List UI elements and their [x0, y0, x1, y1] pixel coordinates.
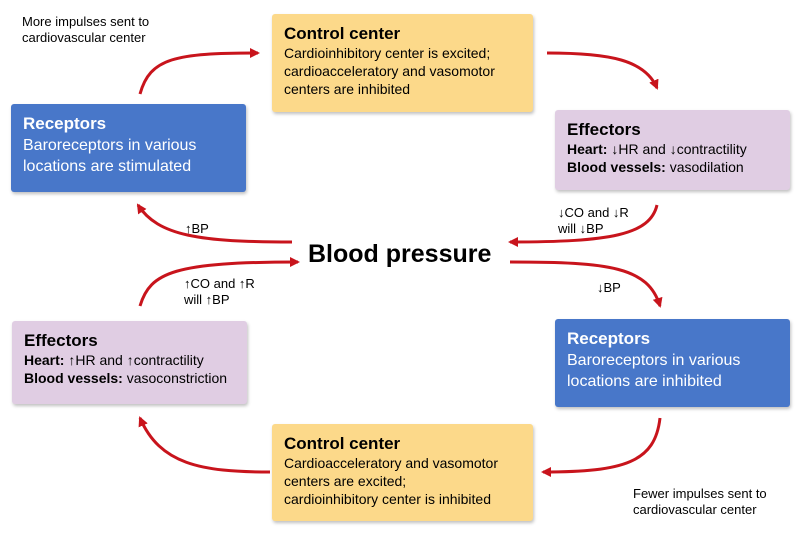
fewer-impulses-label: Fewer impulses sent to cardiovascular ce…: [633, 486, 767, 518]
co-r-down-line-1: ↓CO and ↓R: [558, 205, 629, 220]
down-bp-label: ↓BP: [597, 280, 621, 295]
arrow-effectors-to-bp-bottom: [138, 257, 300, 307]
arrow-bottom-receptors-to-control: [541, 417, 662, 477]
arrow-receptors-to-control: [138, 48, 260, 95]
top-effectors-box: Effectors Heart: ↓HR and ↓contractility …: [555, 110, 790, 190]
bottom-effectors-title: Effectors: [24, 331, 98, 350]
bottom-control-center-title: Control center: [284, 434, 401, 453]
top-control-center-box: Control center Cardioinhibitory center i…: [272, 14, 533, 112]
bottom-control-center-line-3: cardioinhibitory center is inhibited: [284, 491, 491, 507]
bottom-effectors-vessels-line: Blood vessels: vasoconstriction: [24, 369, 235, 387]
top-receptors-line-1: Baroreceptors in various: [23, 137, 197, 154]
arrow-control-to-effectors: [546, 51, 659, 90]
bottom-effectors-vessels-label: Blood vessels:: [24, 370, 123, 386]
bottom-receptors-line-1: Baroreceptors in various: [567, 352, 741, 369]
top-effectors-vessels-text: vasodilation: [665, 159, 744, 175]
co-r-down-line-2: will ↓BP: [558, 221, 604, 236]
arrow-control-to-bottom-effectors: [138, 416, 271, 474]
top-effectors-heart-text: ↓HR and ↓contractility: [607, 141, 747, 157]
bottom-control-center-line-2: centers are excited;: [284, 473, 407, 489]
top-control-center-title: Control center: [284, 24, 401, 43]
top-effectors-heart-label: Heart:: [567, 141, 608, 157]
blood-pressure-label: Blood pressure: [308, 240, 492, 268]
top-control-center-line-1: Cardioinhibitory center is excited;: [284, 45, 491, 61]
more-impulses-line-2: cardiovascular center: [22, 30, 146, 45]
fewer-impulses-line-2: cardiovascular center: [633, 502, 757, 517]
bottom-receptors-line-2: locations are inhibited: [567, 373, 722, 390]
bottom-effectors-heart-text: ↑HR and ↑contractility: [64, 352, 204, 368]
bottom-effectors-box: Effectors Heart: ↑HR and ↑contractility …: [12, 321, 247, 404]
co-r-up-line-2: will ↑BP: [184, 292, 230, 307]
bottom-effectors-heart-label: Heart:: [24, 352, 65, 368]
top-control-center-line-2: cardioacceleratory and vasomotor: [284, 63, 495, 79]
top-receptors-line-2: locations are stimulated: [23, 158, 192, 175]
arrow-bp-to-bottom-receptors: [509, 260, 663, 308]
top-effectors-heart-line: Heart: ↓HR and ↓contractility: [567, 140, 778, 158]
top-effectors-vessels-label: Blood vessels:: [567, 159, 666, 175]
bottom-effectors-vessels-text: vasoconstriction: [122, 370, 228, 386]
arrow-effectors-to-bp: [508, 204, 659, 247]
bottom-receptors-title: Receptors: [567, 329, 651, 348]
bottom-control-center-box: Control center Cardioacceleratory and va…: [272, 424, 533, 521]
top-effectors-title: Effectors: [567, 120, 641, 139]
top-effectors-vessels-line: Blood vessels: vasodilation: [567, 158, 778, 176]
top-receptors-title: Receptors: [23, 114, 107, 133]
bottom-receptors-box: Receptors Baroreceptors in various locat…: [555, 319, 790, 407]
top-receptors-box: Receptors Baroreceptors in various locat…: [11, 104, 246, 192]
arrow-bp-to-top-receptors: [136, 203, 293, 244]
bottom-effectors-heart-line: Heart: ↑HR and ↑contractility: [24, 351, 235, 369]
fewer-impulses-line-1: Fewer impulses sent to: [633, 486, 767, 501]
top-control-center-line-3: centers are inhibited: [284, 81, 411, 97]
more-impulses-label: More impulses sent to cardiovascular cen…: [22, 14, 149, 46]
more-impulses-line-1: More impulses sent to: [22, 14, 150, 29]
co-r-down-label: ↓CO and ↓R will ↓BP: [558, 205, 629, 237]
co-r-up-line-1: ↑CO and ↑R: [184, 276, 255, 291]
co-r-up-label: ↑CO and ↑R will ↑BP: [184, 276, 255, 308]
up-bp-label: ↑BP: [185, 221, 209, 236]
bottom-control-center-line-1: Cardioacceleratory and vasomotor: [284, 455, 498, 471]
